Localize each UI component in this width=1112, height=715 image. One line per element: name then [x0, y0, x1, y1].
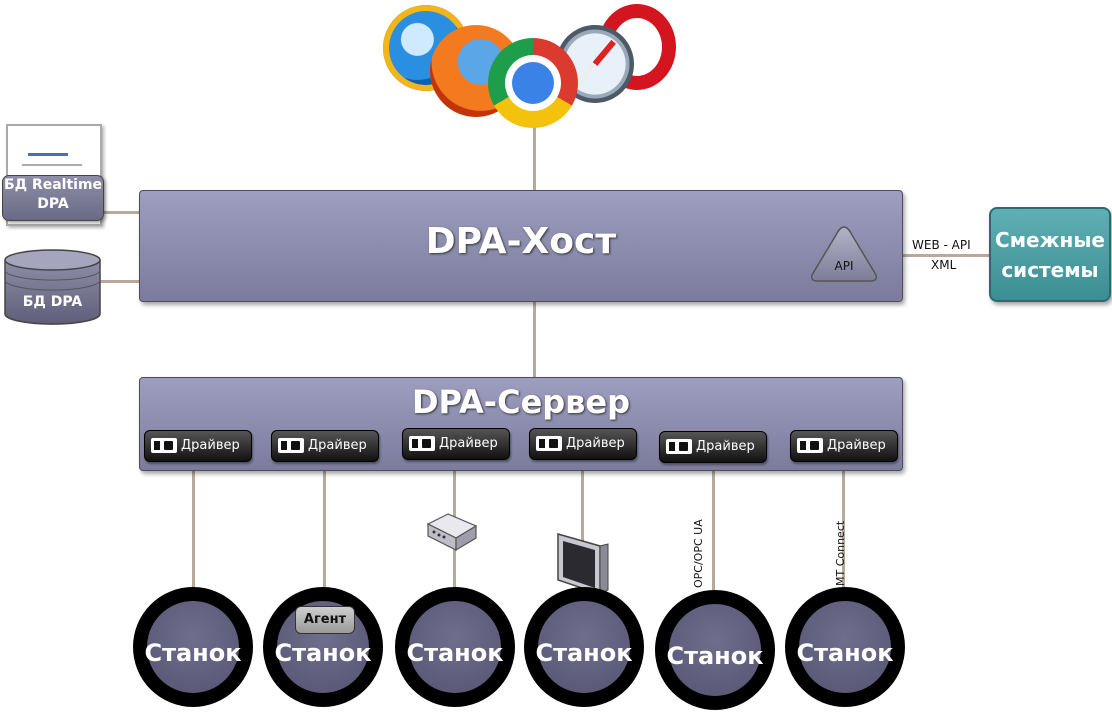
realtime-db-connector: [100, 211, 140, 214]
driver-3: Драйвер: [402, 428, 510, 460]
mtconnect-protocol-label: MT Connect: [834, 520, 847, 586]
api-shape: [810, 226, 878, 282]
machine-1: Станок: [133, 587, 253, 707]
xml-label: XML: [931, 258, 957, 272]
related-systems-line2: системы: [1001, 258, 1099, 282]
related-connector: [901, 254, 991, 257]
machine-2: Станок: [263, 587, 383, 707]
driver-icon: [536, 436, 562, 451]
main-db-connector: [100, 280, 140, 283]
driver-5: Драйвер: [659, 431, 767, 463]
machine-label: Станок: [666, 642, 764, 670]
machine-4: Станок: [524, 587, 644, 707]
driver-icon: [278, 438, 304, 453]
api-label: API: [834, 259, 854, 273]
driver-icon: [409, 436, 435, 451]
driver-line-5: [712, 462, 715, 590]
dpa-host-box: DPA-Хост: [139, 190, 903, 302]
machine-label: Станок: [144, 639, 242, 667]
driver-2: Драйвер: [271, 430, 379, 462]
driver-line-6: [842, 462, 845, 590]
dpa-host-title: DPA-Хост: [425, 221, 617, 262]
related-systems-line1: Смежные: [995, 228, 1105, 252]
driver-label: Драйвер: [439, 436, 498, 451]
database-icon: БД DPA: [3, 248, 102, 326]
web-api-label: WEB - API: [912, 238, 971, 252]
main-db-label: БД DPA: [22, 294, 83, 310]
driver-label: Драйвер: [827, 438, 886, 453]
dpa-server-title: DPA-Сервер: [411, 383, 631, 421]
driver-4: Драйвер: [529, 428, 637, 460]
api-triangle: API: [808, 223, 880, 285]
document-line: [28, 153, 68, 156]
realtime-db-label-line1: БД Realtime: [3, 177, 103, 193]
machine-label: Станок: [535, 639, 633, 667]
driver-label: Драйвер: [181, 438, 240, 453]
dpa-server-box: DPA-Сервер: [139, 377, 903, 471]
driver-line-4: [581, 460, 584, 590]
machine-label: Станок: [406, 639, 504, 667]
related-systems-box: Смежные системы: [989, 207, 1111, 302]
machine-label: Станок: [796, 639, 894, 667]
database-shape: [4, 249, 101, 325]
driver-icon: [151, 438, 177, 453]
driver-icon: [797, 438, 823, 453]
gateway-device-icon: [426, 513, 478, 552]
realtime-db-label: БД Realtime DPA: [2, 175, 104, 221]
realtime-db-label-line2: DPA: [37, 196, 69, 212]
browser-connector: [533, 120, 536, 192]
machine-6: Станок: [785, 587, 905, 707]
driver-label: Драйвер: [566, 436, 625, 451]
driver-label: Драйвер: [696, 439, 755, 454]
opc-protocol-label: OPC/OPC UA: [692, 519, 705, 588]
document-line: [22, 164, 82, 166]
machine-5: Станок: [655, 590, 775, 710]
driver-line-2: [323, 462, 326, 610]
driver-icon: [666, 439, 692, 454]
machine-label: Станок: [274, 639, 372, 667]
host-server-connector: [533, 300, 536, 378]
chrome-icon: [488, 38, 578, 128]
agent-badge: Агент: [295, 606, 355, 634]
driver-6: Драйвер: [790, 430, 898, 462]
driver-line-1: [192, 462, 195, 590]
driver-label: Драйвер: [308, 438, 367, 453]
driver-1: Драйвер: [144, 430, 252, 462]
machine-3: Станок: [395, 587, 515, 707]
